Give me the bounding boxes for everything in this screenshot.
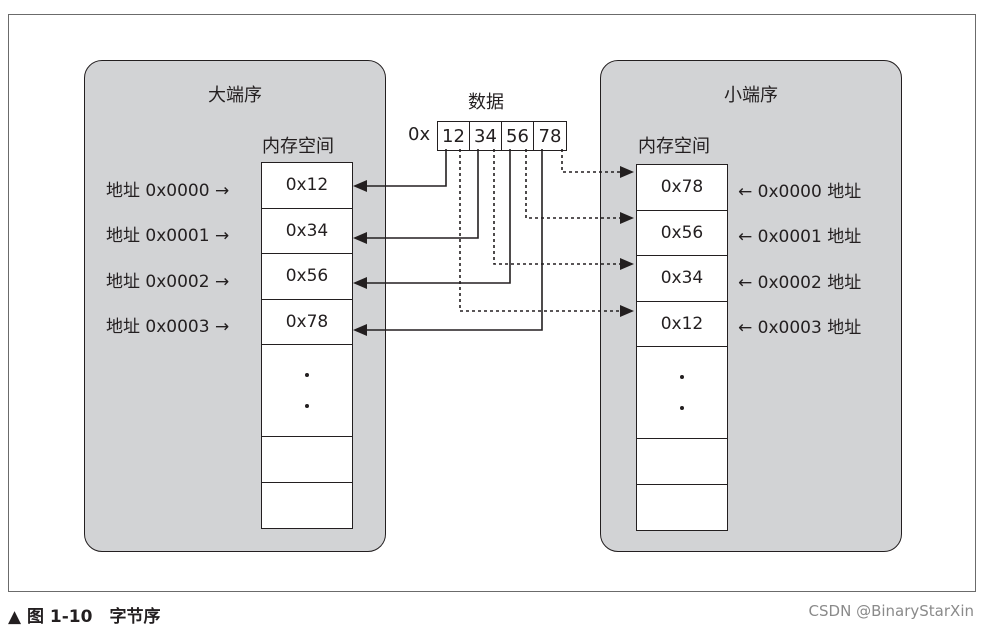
big-endian-address: 地址 0x0000 → — [106, 181, 230, 201]
big-endian-cell: 0x12 — [262, 163, 352, 209]
arrowhead-icon — [620, 166, 634, 178]
little-endian-address: ← 0x0000 地址 — [738, 182, 862, 202]
little-endian-cell: 0x78 — [637, 165, 727, 211]
data-byte: 12 — [438, 122, 470, 150]
hex-prefix: 0x — [408, 124, 431, 145]
little-endian-memory-cells: 0x78 0x56 0x34 0x12 — [636, 164, 728, 531]
ellipsis-cell — [637, 347, 727, 439]
big-endian-cell: 0x56 — [262, 254, 352, 300]
data-byte: 78 — [538, 125, 562, 147]
arrowhead-icon — [620, 305, 634, 317]
arrowhead-icon — [353, 180, 367, 192]
arrowhead-icon — [353, 232, 367, 244]
little-endian-memory-label: 内存空间 — [638, 136, 710, 157]
big-endian-cell: 0x78 — [262, 300, 352, 345]
little-endian-address: ← 0x0001 地址 — [738, 227, 862, 247]
big-endian-cell: 0x34 — [262, 209, 352, 254]
big-endian-address: 地址 0x0001 → — [106, 226, 230, 246]
little-endian-cell: 0x56 — [637, 211, 727, 256]
watermark: CSDN @BinaryStarXin — [808, 602, 974, 620]
ellipsis-cell — [262, 345, 352, 437]
big-endian-connector — [366, 149, 543, 331]
big-endian-address: 地址 0x0003 → — [106, 317, 230, 337]
little-endian-connector — [459, 149, 624, 312]
arrowhead-icon — [353, 277, 367, 289]
little-endian-connector — [493, 149, 624, 265]
little-endian-address: ← 0x0002 地址 — [738, 273, 862, 293]
arrowhead-icon — [620, 212, 634, 224]
big-endian-memory-label: 内存空间 — [262, 136, 334, 157]
data-byte: 34 — [470, 122, 502, 150]
big-endian-connector — [366, 149, 479, 239]
data-byte: 56 — [502, 122, 534, 150]
little-endian-connector — [525, 149, 624, 219]
figure-caption: ▲ 图 1-10 字节序 — [8, 607, 161, 627]
data-bytes: 12 34 56 78 — [437, 121, 567, 151]
big-endian-memory-cells: 0x12 0x34 0x56 0x78 — [261, 162, 353, 529]
little-endian-address: ← 0x0003 地址 — [738, 318, 862, 338]
big-endian-title: 大端序 — [208, 85, 262, 106]
empty-cell — [262, 437, 352, 483]
ellipsis-dot — [680, 374, 684, 379]
ellipsis-dot — [680, 406, 684, 411]
big-endian-connector — [366, 149, 447, 187]
data-title: 数据 — [468, 92, 504, 113]
empty-cell — [637, 439, 727, 485]
little-endian-cell: 0x34 — [637, 256, 727, 302]
little-endian-title: 小端序 — [724, 85, 778, 106]
arrowhead-icon — [353, 324, 367, 336]
big-endian-address: 地址 0x0002 → — [106, 272, 230, 292]
little-endian-cell: 0x12 — [637, 302, 727, 347]
little-endian-connector — [561, 149, 624, 173]
big-endian-connector — [366, 149, 511, 284]
ellipsis-dot — [305, 372, 309, 377]
arrowhead-icon — [620, 258, 634, 270]
ellipsis-dot — [305, 404, 309, 409]
